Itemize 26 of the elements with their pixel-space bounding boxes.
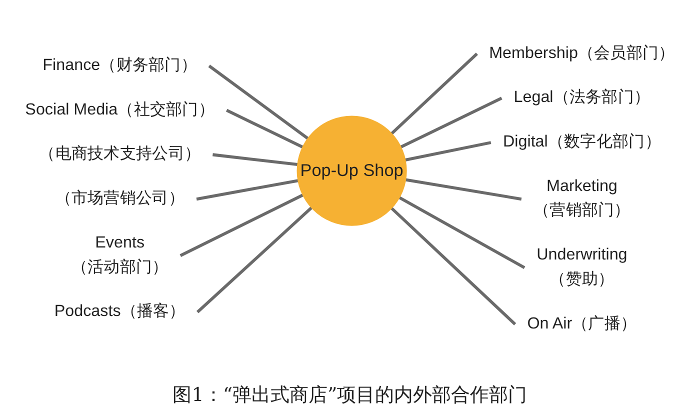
node-text: Legal（法务部门） (514, 89, 650, 106)
node-circle: Pop-Up Shop (296, 116, 407, 226)
node-text: （市场营销公司） (55, 190, 184, 208)
connector (180, 194, 304, 257)
node-text: Social Media（社交部门） (25, 101, 215, 118)
node-text: （电商技术支持公司） (39, 146, 201, 163)
connector (212, 153, 298, 166)
connector (390, 52, 478, 135)
connector (196, 206, 313, 314)
connector (208, 64, 309, 140)
connector (404, 141, 492, 162)
node-text: Events （活动部门） (71, 234, 168, 276)
connector (400, 96, 502, 148)
node-text: Underwriting （赞助） (536, 246, 628, 288)
node-text: Finance（财务部门） (42, 56, 198, 74)
connector (390, 207, 516, 326)
node-text: Membership（会员部门） (489, 44, 675, 62)
caption: 图1：“弹出式商店”项目的内外部合作部门 (172, 383, 528, 408)
connector (405, 178, 522, 201)
connector (226, 108, 304, 148)
node-text: Podcasts（播客） (54, 303, 186, 320)
node-text: On Air（广播） (527, 315, 637, 332)
node-text: Marketing （营销部门） (534, 178, 630, 220)
node-text: Digital（数字化部门） (503, 133, 661, 151)
connector (398, 196, 526, 270)
connector (196, 179, 298, 201)
